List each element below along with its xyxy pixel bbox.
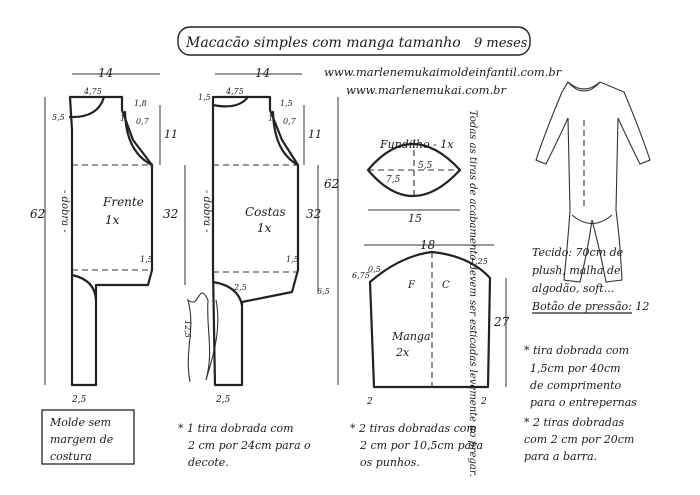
front-crotch-a: 1,5: [140, 255, 153, 264]
back-piece: Costas 1x - dobra - 14 1,5 4,75 1,5 1 0,…: [183, 66, 339, 405]
strip1-line3: de comprimento: [530, 379, 622, 392]
title-frame: [177, 26, 531, 56]
gusset-w: 7,5: [386, 175, 401, 185]
front-armhole: [123, 110, 154, 167]
fabric-line3: algodão, soft...: [532, 282, 614, 295]
back-outline: [211, 95, 300, 387]
front-qty: 1x: [105, 213, 120, 227]
sleeve-cuff-right: 2: [480, 397, 487, 407]
sleeve-0-5: 0,5: [368, 265, 381, 274]
neck-strip-note: * 1 tira dobrada com 2 cm por 24cm para …: [178, 422, 311, 469]
front-crotch: [70, 273, 98, 302]
neck-line3: decote.: [188, 456, 229, 469]
strip1-line1: * tira dobrada com: [524, 344, 629, 357]
back-crotch: [211, 280, 244, 307]
back-vert-label: 12,5: [183, 320, 192, 338]
strip-note: Todas as tiras de acabamento devem ser e…: [467, 110, 478, 477]
sleeve-back: C: [442, 280, 450, 291]
cuff-line1: * 2 tiras dobradas com: [350, 422, 477, 435]
back-side: 32: [306, 207, 321, 221]
back-1-5: 1,5: [198, 93, 211, 102]
baby-romper-sketch: [535, 81, 651, 283]
back-armhole: [271, 110, 300, 167]
back-neck-w: 4,75: [225, 87, 244, 96]
strip1-line2: 1,5cm por 40cm: [530, 362, 621, 375]
note-line2: margem de: [50, 433, 114, 446]
back-hem: 2,5: [215, 395, 231, 405]
cuff-line2: 2 cm por 10,5cm para: [359, 439, 483, 452]
strip2-line2: com 2 cm por 20cm: [524, 433, 634, 446]
fabric-line2: plush, malha de: [532, 264, 621, 277]
sleeve-piece: 18 6,75 0,5 1,25 F C Manga 2x 27 2 2: [352, 238, 510, 407]
back-crotch-a: 2,5: [233, 283, 247, 292]
fabric-note: Tecido: 70cm de plush, malha de algodão,…: [531, 246, 649, 314]
back-1: 1: [268, 114, 273, 123]
strip2-line1: * 2 tiras dobradas: [524, 416, 625, 429]
front-1: 1: [120, 114, 125, 123]
note-box: [41, 409, 135, 465]
front-fold: - dobra -: [59, 190, 70, 233]
signature-scribble: [187, 292, 219, 383]
note-line3: costura: [50, 450, 92, 463]
gusset-h: 5,5: [418, 161, 433, 171]
note-line1: Molde sem: [49, 416, 111, 429]
sleeve-1-25: 1,25: [470, 257, 488, 266]
strip1-line4: para o entrepernas: [530, 396, 637, 409]
front-1-8: 1,8: [134, 99, 147, 108]
sketch-crotch: [571, 214, 613, 225]
back-1-5b: 1,5: [280, 99, 293, 108]
sleeve-width: 18: [420, 238, 436, 252]
hem-strip-note: * 2 tiras dobradas com 2 cm por 20cm par…: [524, 416, 634, 463]
front-neckline: [68, 95, 106, 119]
back-fold: - dobra -: [201, 190, 212, 233]
title-block: Macacão simples com manga tamanho 9 mese…: [177, 26, 531, 56]
crotch-strip-note: * tira dobrada com 1,5cm por 40cm de com…: [524, 344, 637, 409]
cuff-line3: os punhos.: [360, 456, 420, 469]
crotch-gusset: Fundilho - 1x 5,5 7,5 15: [366, 138, 462, 225]
sleeve-outline: [368, 250, 492, 389]
front-outline: [68, 95, 154, 387]
sleeve-length: 27: [493, 315, 510, 329]
back-crotch-b: 1,5: [286, 255, 299, 264]
sleeve-name: Manga: [391, 330, 431, 343]
back-neckline: [211, 95, 250, 108]
front-armhole: 11: [164, 128, 178, 141]
back-width-top: 14: [255, 66, 270, 80]
front-piece: Frente 1x - dobra - 14 4,75 5,5 1,8 1 0,…: [30, 66, 186, 405]
front-length: 62: [30, 207, 45, 221]
sketch-body: [535, 81, 651, 283]
gusset-name: Fundilho - 1x: [379, 138, 454, 151]
url-2: www.marlenemukai.com.br: [346, 83, 508, 97]
sleeve-qty: 2x: [395, 346, 410, 359]
back-length: 62: [324, 177, 339, 191]
strip2-line3: para a barra.: [524, 450, 597, 463]
back-side-b: 6,5: [317, 287, 330, 296]
front-width-top: 14: [98, 66, 113, 80]
front-neck-w: 4,75: [83, 87, 102, 96]
front-shoulder-drop: 5,5: [52, 113, 65, 122]
neck-line1: * 1 tira dobrada com: [178, 422, 294, 435]
back-qty: 1x: [257, 221, 272, 235]
gusset-total: 15: [408, 212, 422, 225]
cuff-strip-note: * 2 tiras dobradas com 2 cm por 10,5cm p…: [350, 422, 483, 469]
back-name: Costas: [245, 205, 286, 219]
sleeve-6-75: 6,75: [352, 271, 370, 280]
fabric-line4: Botão de pressão: 12: [531, 300, 649, 313]
back-armhole: 11: [308, 128, 322, 141]
front-name: Frente: [102, 195, 144, 209]
title-text: Macacão simples com manga tamanho: [185, 35, 461, 51]
neck-line2: 2 cm por 24cm para o: [187, 439, 311, 452]
title-size: 9 meses: [474, 36, 528, 51]
url-1: www.marlenemukaimoldeinfantil.com.br: [324, 65, 563, 79]
back-0-7: 0,7: [283, 117, 297, 126]
front-hem: 2,5: [71, 395, 87, 405]
front-0-7: 0,7: [136, 117, 150, 126]
no-seam-allowance-note: Molde sem margem de costura: [41, 409, 135, 465]
sleeve-front: F: [407, 280, 416, 291]
sleeve-cuff-left: 2: [366, 397, 373, 407]
front-side: 32: [163, 207, 178, 221]
fabric-line1: Tecido: 70cm de: [532, 246, 624, 259]
sketch-neck: [567, 81, 601, 92]
